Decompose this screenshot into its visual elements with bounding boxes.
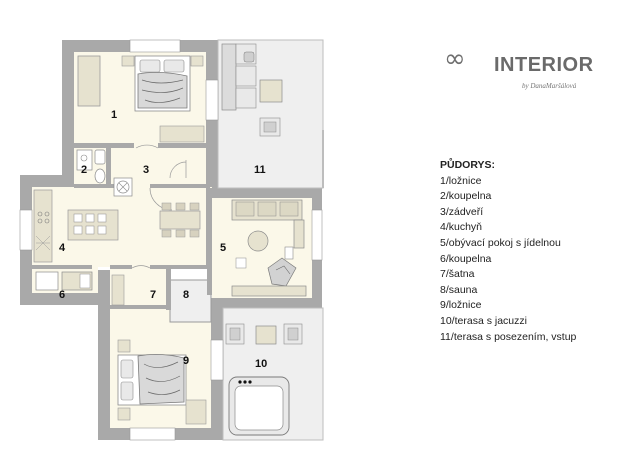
- jacuzzi: [228, 376, 290, 436]
- room-number-1: 1: [111, 109, 117, 121]
- legend-item: 11/terasa s posezením, vstup: [440, 330, 577, 343]
- bathroom-6-fixtures: [35, 271, 93, 291]
- room-numbers: 1 2 3 4 5 6 7 8 9 10 11: [59, 109, 267, 370]
- floor-plan: 1 2 3 4 5 6 7 8 9 10 11: [19, 39, 324, 441]
- legend-item: 5/obývací pokoj s jídelnou: [440, 236, 561, 249]
- living-room-5-furniture: [231, 199, 307, 297]
- legend-item: 4/kuchyň: [440, 221, 483, 234]
- legend-item: 10/terasa s jacuzzi: [440, 314, 527, 327]
- terrace-11-furniture: [221, 43, 283, 137]
- room-number-8: 8: [183, 289, 189, 301]
- kitchen-4-furniture: [33, 189, 119, 263]
- legend-item: 2/koupelna: [440, 190, 492, 203]
- legend-item: 1/ložnice: [440, 174, 482, 187]
- room-number-6: 6: [59, 289, 65, 301]
- legend-item: 6/koupelna: [440, 252, 492, 265]
- brand-subtitle: by DanaMaršálová: [522, 82, 577, 90]
- room-legend: PŮDORYS: 1/ložnice 2/koupelna 3/zádveří …: [440, 158, 625, 345]
- wardrobe-7-furniture: [111, 265, 151, 306]
- room-number-11: 11: [254, 164, 266, 176]
- bedroom-1-furniture: [77, 55, 205, 143]
- legend-item: 8/sauna: [440, 283, 478, 296]
- interior-walls: [32, 143, 212, 310]
- bathroom-2-fixtures: [76, 149, 106, 184]
- brand-title: INTERIOR: [494, 54, 594, 76]
- infinity-icon: ∞: [444, 44, 466, 74]
- bedroom-9-furniture: [117, 339, 207, 425]
- legend-item: 9/ložnice: [440, 299, 482, 312]
- room-number-5: 5: [220, 242, 226, 254]
- legend-title: PŮDORYS:: [440, 159, 496, 171]
- room-number-9: 9: [183, 355, 189, 367]
- legend-item: 3/zádveří: [440, 205, 484, 218]
- dining-table: [159, 202, 201, 238]
- brand-logo: ∞ INTERIOR by DanaMaršálová: [444, 46, 614, 100]
- windows: [19, 39, 323, 441]
- room-number-2: 2: [81, 164, 87, 176]
- room-number-4: 4: [59, 242, 66, 254]
- room-number-10: 10: [255, 358, 267, 370]
- legend-item: 7/šatna: [440, 268, 475, 281]
- room-number-3: 3: [143, 164, 149, 176]
- room-number-7: 7: [150, 289, 156, 301]
- terrace-10-furniture: [225, 323, 303, 345]
- entrance-3-features: [113, 144, 187, 211]
